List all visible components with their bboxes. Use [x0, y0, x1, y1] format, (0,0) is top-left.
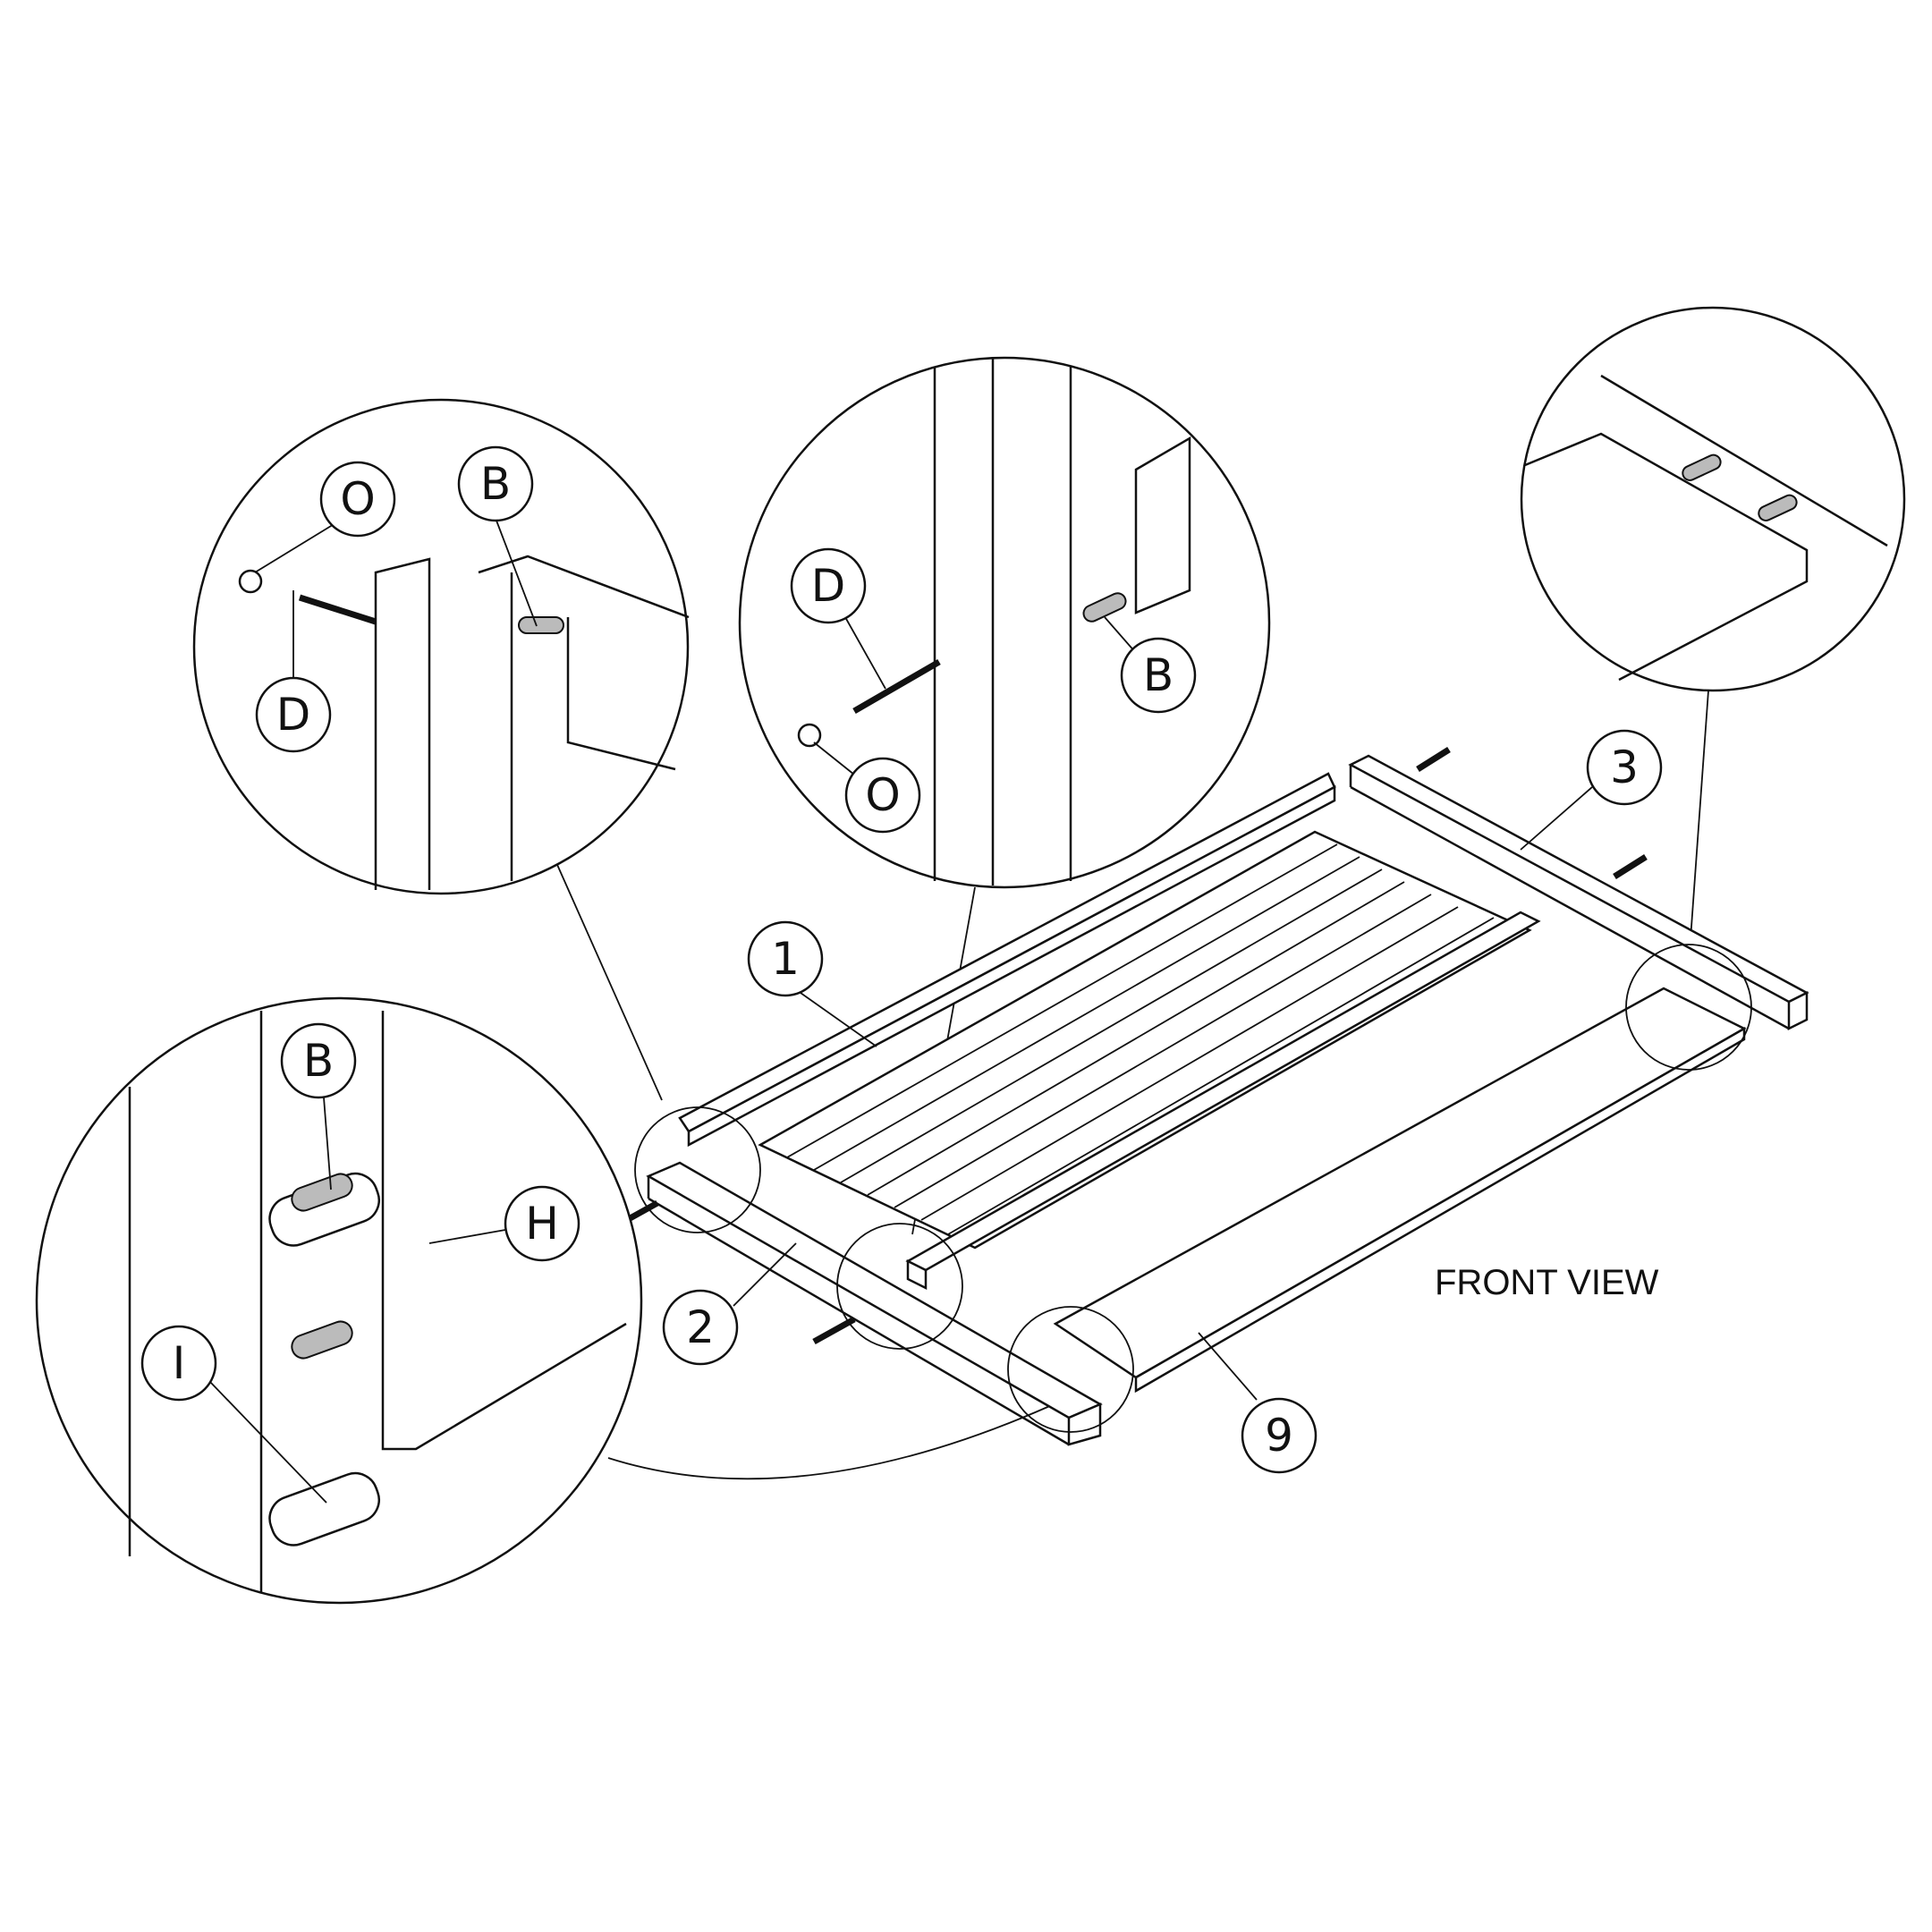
label-B-detail1: B [457, 445, 534, 522]
svg-text:B: B [480, 458, 511, 510]
detail-circle-2 [738, 356, 1271, 889]
label-B-detail4: B [280, 1022, 357, 1099]
svg-text:3: 3 [1610, 741, 1639, 793]
detail-marker-b [836, 1223, 963, 1350]
detail-marker-c [1007, 1306, 1134, 1433]
label-D-detail2: D [790, 547, 867, 624]
callouts: O B D D B O 1 2 3 9 B H I [140, 445, 1663, 1504]
slats [786, 843, 1495, 1235]
label-part-3: 3 [1586, 729, 1663, 806]
svg-text:O: O [865, 769, 900, 821]
label-part-2: 2 [662, 1289, 739, 1366]
detail-circle-3 [1520, 306, 1906, 692]
svg-text:I: I [173, 1337, 186, 1389]
svg-text:D: D [811, 560, 846, 612]
detail-marker-d [1625, 944, 1752, 1071]
detail-marker-a [634, 1106, 761, 1233]
svg-text:9: 9 [1265, 1410, 1293, 1462]
front-view-label: FRONT VIEW [1435, 1263, 1659, 1302]
detail-circle-4 [35, 996, 643, 1605]
svg-text:2: 2 [686, 1301, 715, 1353]
label-O-detail2: O [844, 757, 921, 834]
label-D-detail1: D [255, 676, 332, 753]
svg-text:1: 1 [771, 933, 800, 985]
svg-text:D: D [276, 689, 311, 741]
label-B-detail2: B [1120, 637, 1197, 714]
svg-text:H: H [525, 1198, 559, 1250]
label-I-detail4: I [140, 1325, 217, 1402]
detail-circle-1 [192, 398, 690, 895]
svg-text:O: O [340, 473, 375, 525]
svg-text:B: B [303, 1035, 334, 1087]
label-H-detail4: H [504, 1185, 580, 1262]
label-O-detail1: O [319, 461, 396, 538]
label-part-1: 1 [747, 920, 824, 997]
label-part-9: 9 [1241, 1397, 1318, 1474]
svg-text:B: B [1143, 649, 1174, 701]
slat-panel [758, 830, 1532, 1250]
main-assembly [615, 747, 1809, 1446]
